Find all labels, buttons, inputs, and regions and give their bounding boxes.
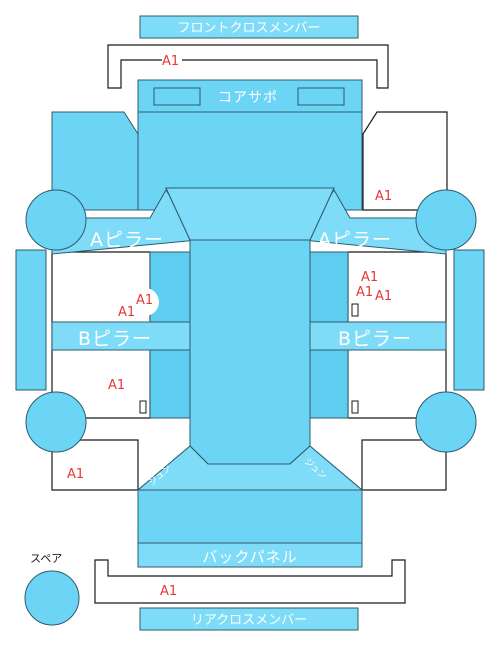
marker-right-mid (351, 303, 359, 317)
a-pillar-left-label: Aピラー (90, 229, 164, 251)
spare-label: スペア (30, 552, 62, 565)
right-front-outline[interactable] (362, 111, 448, 211)
back-panel-label: バックパネル (202, 548, 297, 566)
right-headlight-slot (297, 87, 345, 106)
rear-cross-mark: A1 (160, 584, 177, 599)
core-support-label: コアサポ (218, 90, 278, 106)
back-panel[interactable]: バックパネル (137, 542, 363, 568)
wheel-rear-left[interactable] (25, 391, 87, 453)
a-pillar-right-label: Aピラー (318, 229, 392, 251)
front-cross-member[interactable]: フロントクロスメンバー (139, 15, 359, 39)
left-door-bar[interactable] (15, 249, 47, 391)
marker-left-low (139, 400, 147, 414)
b-pillar-right[interactable]: Bピラー (309, 321, 447, 351)
pillar-left-mark-2: A1 (118, 305, 135, 320)
rear-cross-bracket[interactable] (94, 559, 406, 604)
pillar-right-mark-1: A1 (361, 270, 378, 285)
rear-cross-member-label: リアクロスメンバー (191, 613, 307, 628)
spare-tire[interactable] (24, 570, 80, 626)
right-door-bar[interactable] (453, 249, 485, 391)
wheel-front-left[interactable] (25, 189, 87, 251)
b-pillar-left[interactable]: Bピラー (51, 321, 191, 351)
left-lower-mark: A1 (108, 378, 125, 393)
cabin-roof[interactable] (165, 187, 335, 465)
front-right-mark: A1 (375, 189, 392, 204)
marker-right-low (351, 400, 359, 414)
front-cross-mark-bg (162, 50, 182, 70)
front-cross-mark: A1 (162, 54, 179, 69)
b-pillar-right-label: Bピラー (338, 328, 412, 350)
b-pillar-left-label: Bピラー (78, 328, 152, 350)
pillar-right-mark-3: A1 (375, 289, 392, 304)
left-headlight-slot (153, 87, 201, 106)
rear-left-mark: A1 (67, 467, 84, 482)
core-support[interactable]: コアサポ (137, 79, 363, 211)
right-rear-outline[interactable] (361, 439, 447, 491)
rear-cross-member[interactable]: リアクロスメンバー (139, 607, 359, 631)
wheel-rear-right[interactable] (415, 391, 477, 453)
wheel-front-right[interactable] (415, 189, 477, 251)
front-cross-member-label: フロントクロスメンバー (177, 21, 320, 36)
pillar-left-mark-bg (131, 288, 159, 316)
rear-deck[interactable]: ジュン ジュン (136, 445, 364, 544)
pillar-left-mark-1: A1 (136, 293, 153, 308)
pillar-right-mark-2: A1 (356, 285, 373, 300)
